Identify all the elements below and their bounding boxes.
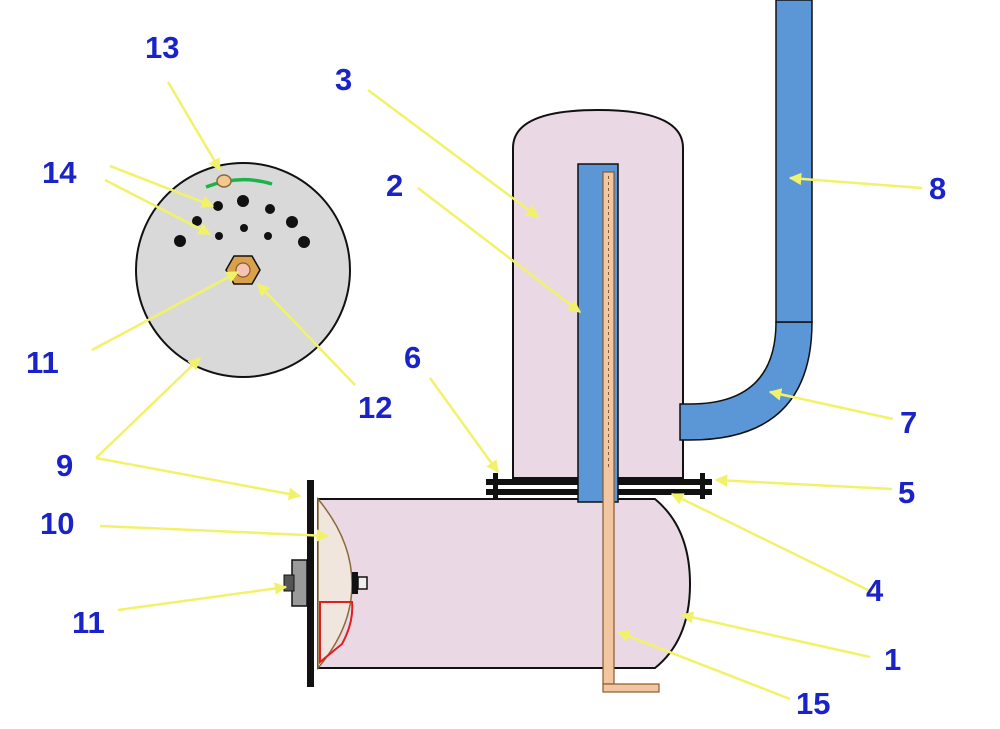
inner-stub — [352, 572, 358, 594]
nipple-tip — [283, 574, 295, 592]
label-4: 4 — [866, 573, 884, 608]
leader-lines — [91, 81, 923, 701]
green-arc — [205, 177, 273, 189]
outlet-elbow — [679, 321, 813, 441]
label-5: 5 — [898, 475, 915, 510]
riser-pipe — [775, 0, 813, 323]
end-cap-plate — [307, 480, 314, 687]
inner-stub-tip — [357, 576, 368, 590]
indicator-dot — [216, 174, 232, 188]
label-1: 1 — [884, 642, 901, 677]
label-13: 13 — [145, 30, 179, 65]
label-3: 3 — [335, 62, 352, 97]
label-10: 10 — [40, 506, 74, 541]
flange-bolt-right — [700, 473, 705, 499]
label-6: 6 — [404, 340, 421, 375]
label-7: 7 — [900, 405, 917, 440]
label-9: 9 — [56, 448, 73, 483]
red-flap-marker — [319, 601, 354, 665]
nut-bore — [235, 262, 251, 278]
label-14: 14 — [42, 155, 77, 190]
label-11-top: 11 — [26, 345, 59, 380]
flange-bolt-left — [493, 473, 498, 499]
horizontal-vessel — [317, 498, 692, 669]
label-8: 8 — [929, 171, 946, 206]
label-12: 12 — [358, 390, 392, 425]
label-2: 2 — [386, 168, 403, 203]
label-11-bottom: 11 — [72, 605, 105, 640]
rod-foot — [602, 683, 660, 693]
label-15: 15 — [796, 686, 830, 721]
